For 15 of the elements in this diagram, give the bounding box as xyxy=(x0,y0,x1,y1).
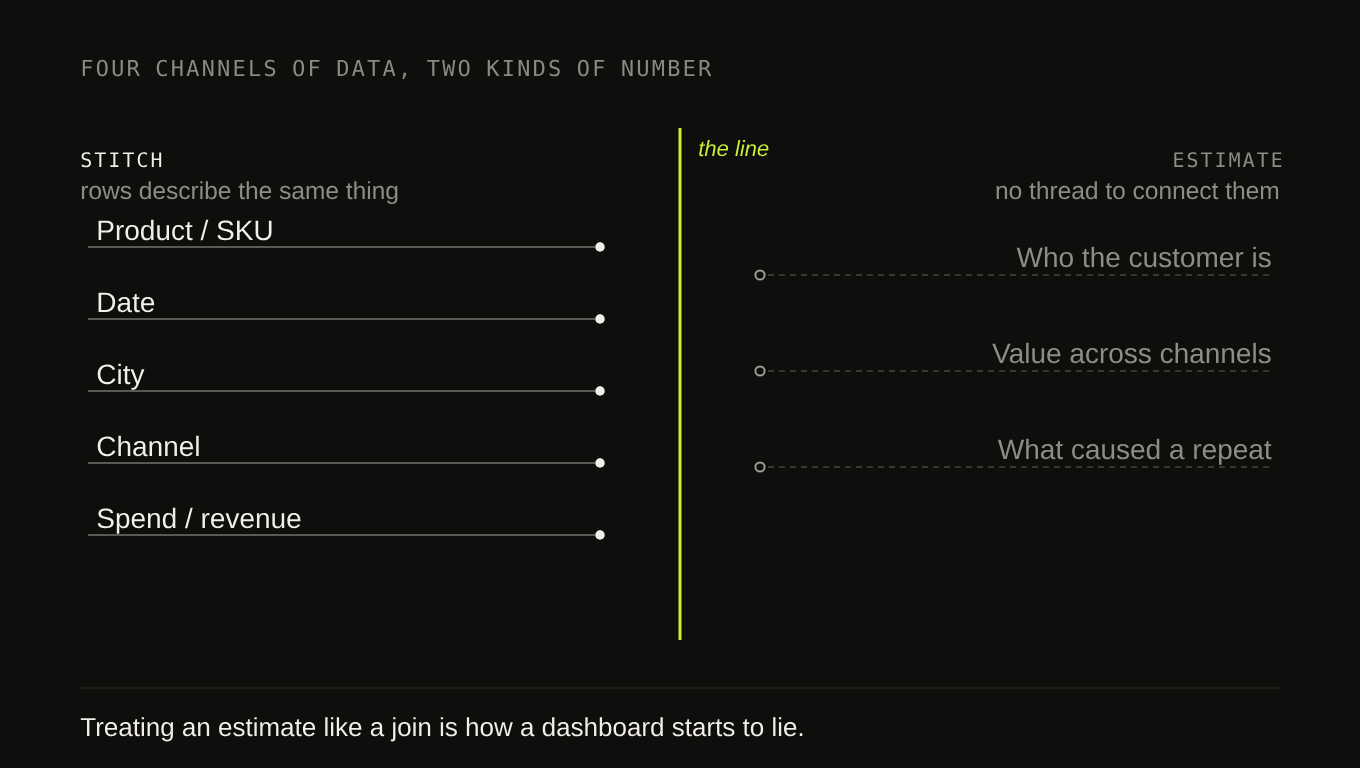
row-label: Who the customer is xyxy=(1016,246,1271,268)
column-heading: ESTIMATE xyxy=(1174,152,1282,168)
caption: Treating an estimate like a join is how a dashboard starts to lie. xyxy=(80,717,803,742)
heading: FOUR CHANNELS OF DATA, TWO KINDS OF NUMBER xyxy=(82,59,712,80)
row-label: Product / SKU xyxy=(98,219,272,241)
line-label: the line xyxy=(699,140,769,157)
row-label: Spend / revenue xyxy=(97,507,301,534)
row-label: City xyxy=(97,363,145,390)
row-label: Date xyxy=(98,292,155,313)
row-label: Value across channels xyxy=(992,342,1271,364)
column-heading: STITCH xyxy=(81,152,162,168)
column-subtitle: no thread to connect them xyxy=(996,181,1279,200)
row-label: What caused a repeat xyxy=(997,438,1272,465)
column-subtitle: rows describe the same thing xyxy=(81,181,398,205)
row-label: Channel xyxy=(97,435,199,457)
